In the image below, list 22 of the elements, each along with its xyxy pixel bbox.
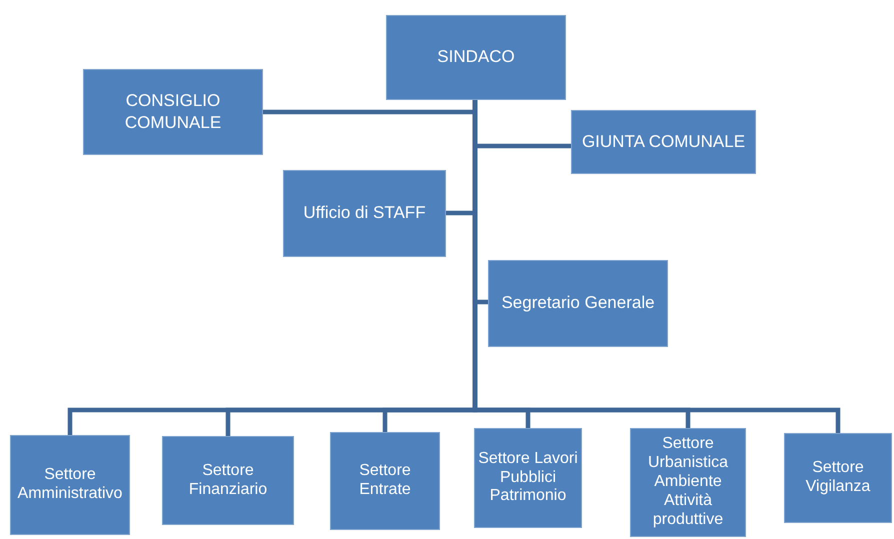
unit-name: Settore Amministrativo [16, 466, 124, 504]
org-box [571, 110, 756, 174]
unit-name: SINDACO [437, 46, 515, 68]
unit-name: Ufficio di STAFF [303, 202, 426, 224]
org-box [162, 436, 294, 525]
unit-name: GIUNTA COMUNALE [582, 130, 746, 153]
org-box [10, 435, 130, 535]
unit-name: Settore Finanziario [188, 462, 268, 500]
org-box [330, 432, 440, 530]
org-box [630, 428, 746, 537]
org-box [488, 260, 668, 347]
org-box [83, 69, 263, 155]
unit-name: Settore Entrate [358, 462, 412, 500]
unit-name: Segretario Generale [501, 292, 655, 314]
org-box [474, 428, 582, 528]
org-box [283, 170, 446, 257]
unit-name: Settore Vigilanza [804, 459, 872, 497]
unit-name: CONSIGLIO COMUNALE [124, 90, 222, 134]
unit-name: Settore Urbanistica Ambiente Attività produttive [646, 435, 730, 530]
org-box [386, 15, 566, 100]
unit-name: Settore Lavori Pubblici Patrimonio [477, 450, 579, 506]
org-box [784, 433, 892, 523]
